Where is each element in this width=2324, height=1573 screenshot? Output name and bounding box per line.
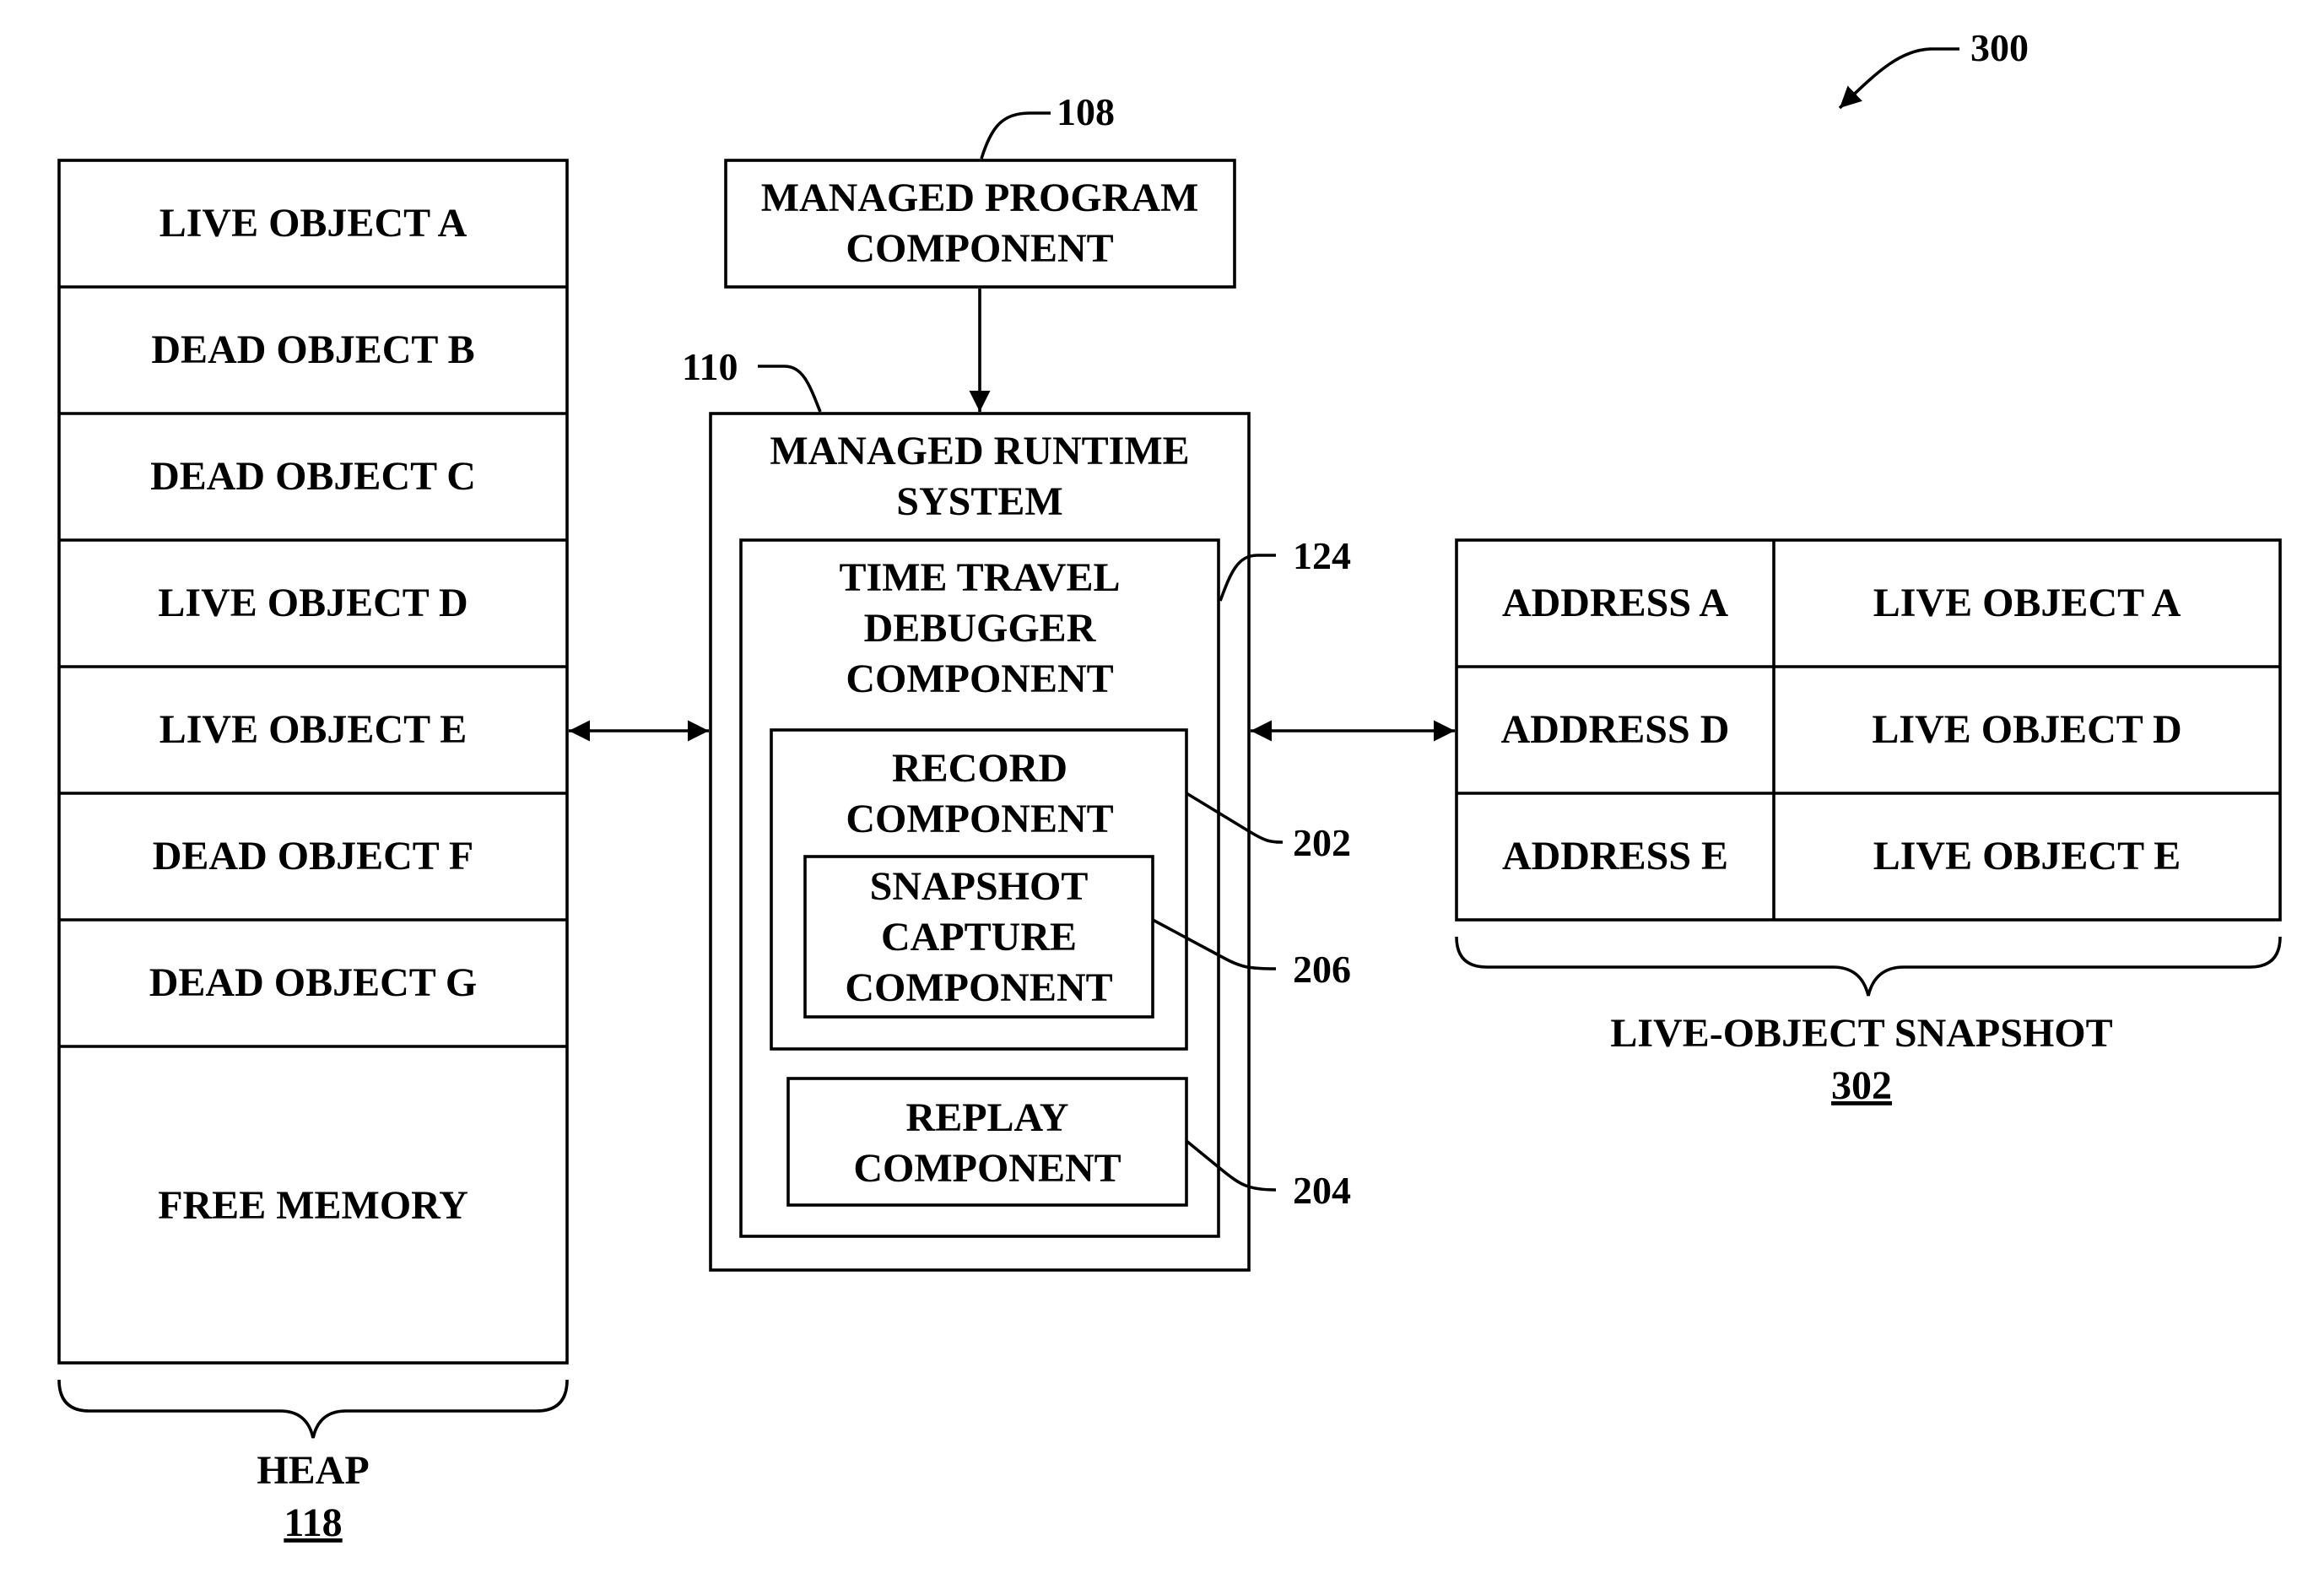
snapshot-capture-line-1: SNAPSHOT (870, 864, 1089, 909)
figure-ref-label: 300 (1970, 26, 2029, 69)
heap-brace (59, 1380, 567, 1438)
heap-label: HEAP (257, 1448, 369, 1493)
record-ref-leader (1186, 793, 1283, 842)
snapshot-address-e: ADDRESS E (1502, 834, 1728, 878)
heap-cell-live-object-e: LIVE OBJECT E (159, 707, 468, 752)
snapshot-capture-line-2: CAPTURE (881, 915, 1077, 959)
record-line-1: RECORD (892, 746, 1067, 791)
snapshot-capture-ref-leader (1153, 920, 1276, 969)
runtime-ref-leader (758, 366, 820, 412)
heap-cell-dead-object-f: DEAD OBJECT F (153, 834, 474, 878)
debugger-line-2: DEBUGGER (864, 606, 1097, 651)
snapshot-brace (1457, 937, 2280, 996)
debugger-line-3: COMPONENT (846, 657, 1113, 701)
managed-program-line-1: MANAGED PROGRAM (761, 176, 1199, 220)
live-object-snapshot: ADDRESS A LIVE OBJECT A ADDRESS D LIVE O… (1457, 540, 2280, 1108)
heap-cell-dead-object-g: DEAD OBJECT G (149, 960, 478, 1005)
managed-program-line-2: COMPONENT (846, 226, 1113, 271)
runtime-box (711, 414, 1249, 1270)
debugger-line-1: TIME TRAVEL (840, 555, 1121, 600)
snapshot-capture-component: SNAPSHOT CAPTURE COMPONENT 206 (805, 857, 1351, 1017)
replay-ref: 204 (1293, 1169, 1351, 1212)
snapshot-capture-ref: 206 (1293, 948, 1351, 991)
snapshot-ref: 302 (1831, 1063, 1892, 1108)
replay-ref-leader (1186, 1141, 1276, 1190)
heap-ref: 118 (284, 1500, 342, 1545)
record-ref: 202 (1293, 821, 1351, 864)
debugger-ref: 124 (1293, 534, 1351, 577)
snapshot-label: LIVE-OBJECT SNAPSHOT (1610, 1011, 2112, 1056)
snapshot-capture-line-3: COMPONENT (845, 965, 1112, 1010)
managed-program-ref: 108 (1057, 90, 1115, 133)
replay-component: REPLAY COMPONENT 204 (788, 1078, 1351, 1212)
record-line-2: COMPONENT (846, 797, 1113, 841)
runtime-line-2: SYSTEM (896, 479, 1062, 524)
snapshot-object-a: LIVE OBJECT A (1873, 581, 2181, 625)
runtime-ref: 110 (682, 345, 738, 388)
snapshot-address-a: ADDRESS A (1502, 581, 1728, 625)
managed-program-component: MANAGED PROGRAM COMPONENT 108 (726, 90, 1235, 287)
figure-ref-arrow (1840, 49, 1959, 108)
figure-reference: 300 (1840, 26, 2029, 108)
replay-line-1: REPLAY (906, 1095, 1069, 1140)
heap: LIVE OBJECT A DEAD OBJECT B DEAD OBJECT … (59, 160, 567, 1545)
heap-cell-live-object-d: LIVE OBJECT D (158, 581, 468, 625)
heap-cell-dead-object-b: DEAD OBJECT B (151, 327, 474, 372)
replay-line-2: COMPONENT (853, 1146, 1121, 1191)
snapshot-object-d: LIVE OBJECT D (1872, 707, 2181, 752)
snapshot-object-e: LIVE OBJECT E (1873, 834, 2181, 878)
runtime-line-1: MANAGED RUNTIME (770, 429, 1189, 473)
heap-cell-free-memory: FREE MEMORY (158, 1183, 468, 1228)
heap-cell-dead-object-c: DEAD OBJECT C (150, 454, 476, 499)
snapshot-address-d: ADDRESS D (1501, 707, 1730, 752)
heap-cell-live-object-a: LIVE OBJECT A (159, 201, 468, 246)
managed-program-ref-leader (981, 113, 1051, 159)
